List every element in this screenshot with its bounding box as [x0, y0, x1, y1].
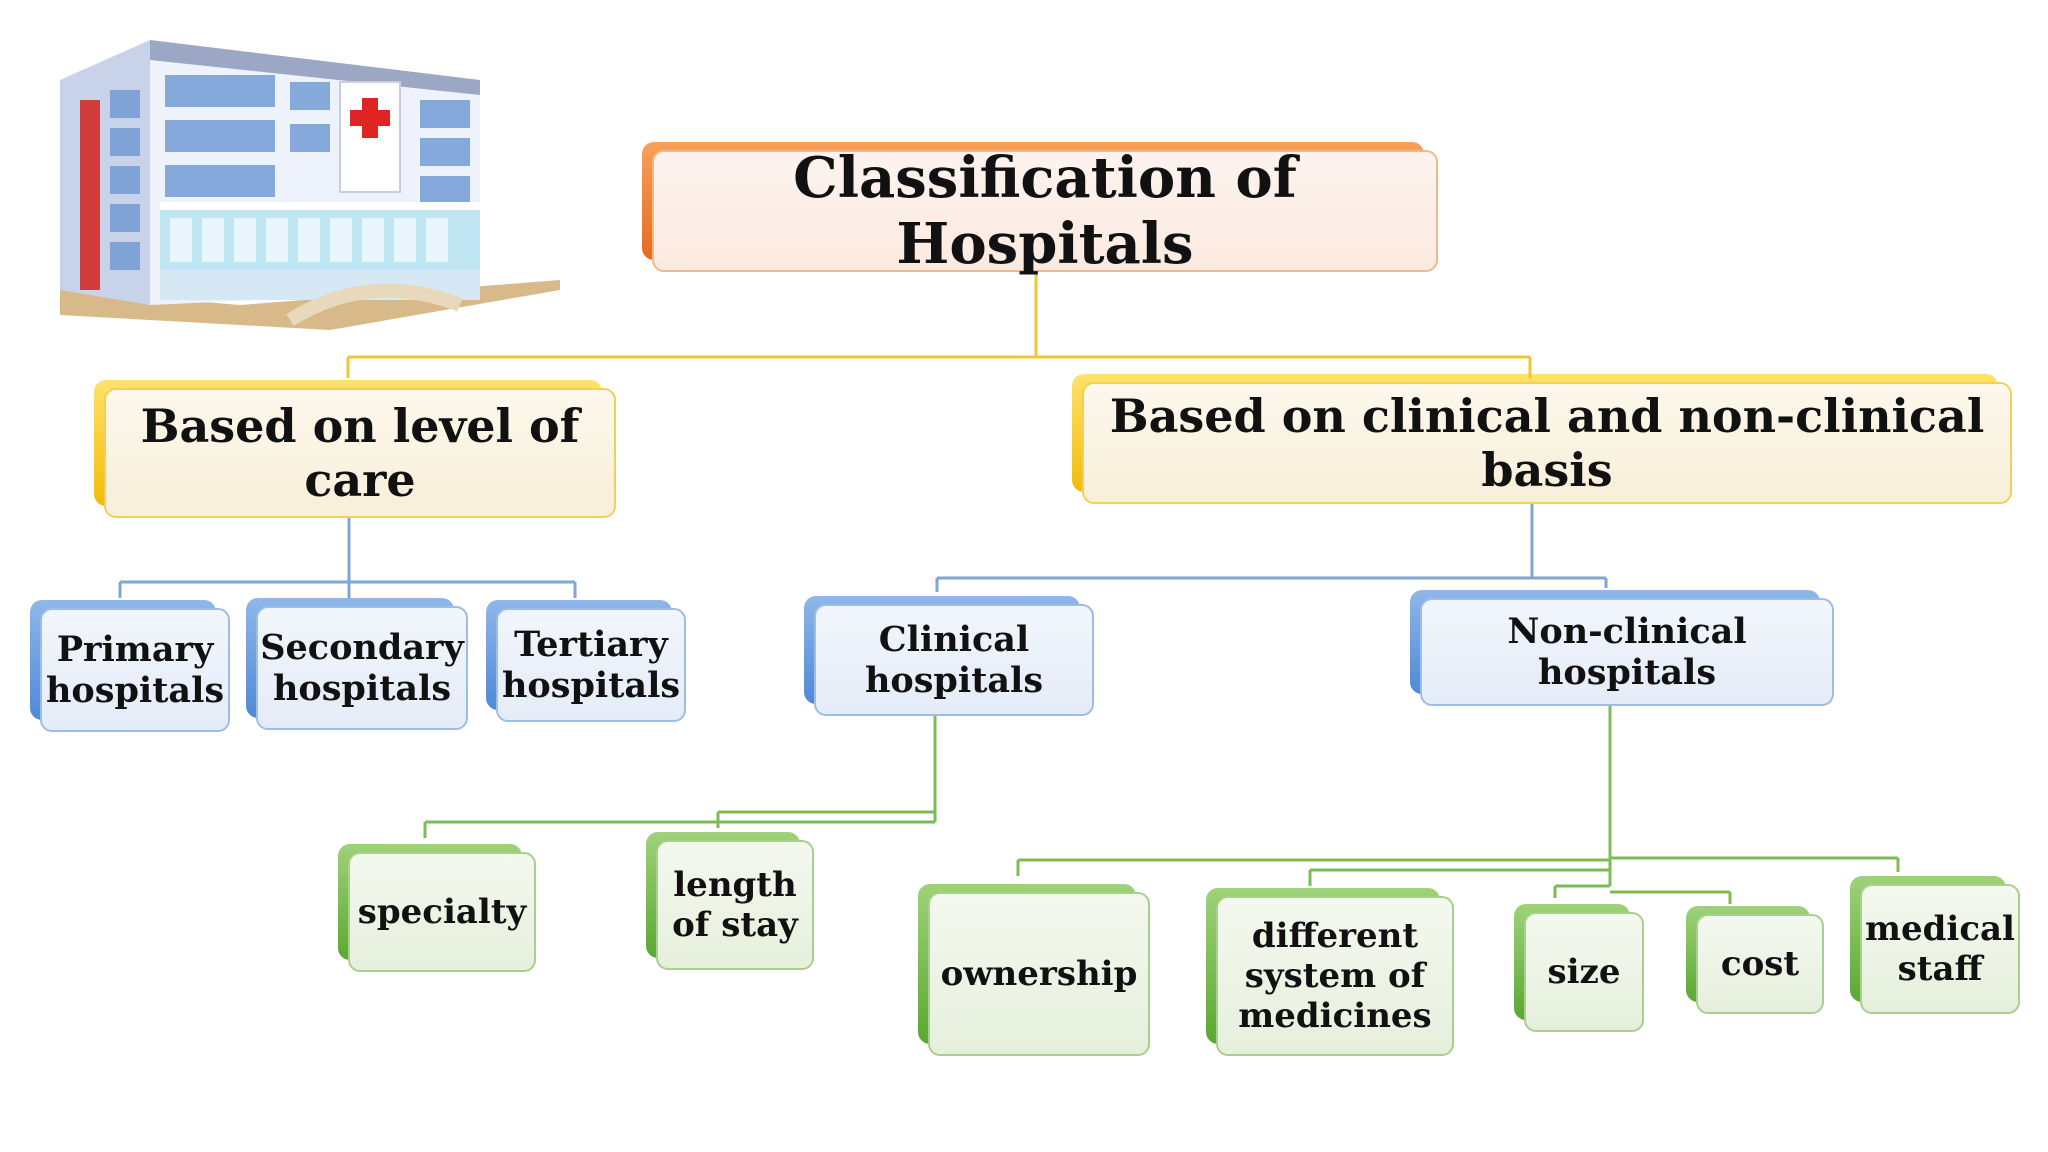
ownership-label: ownership [940, 953, 1138, 994]
medical-staff-node: medical staff [1850, 876, 2020, 1014]
connector-clinical [423, 712, 937, 838]
different-system-of-medicines-label: different system of medicines [1238, 915, 1432, 1037]
ownership-node: ownership [918, 884, 1150, 1056]
connector-clinical-basis [935, 504, 1608, 592]
tertiary-hospitals-node: Tertiary hospitals [486, 600, 686, 722]
length-of-stay-label: length of stay [672, 864, 798, 945]
clinical-hospitals-label: Clinical hospitals [864, 618, 1044, 701]
different-system-of-medicines-node: different system of medicines [1206, 888, 1454, 1056]
connector-level-of-care [118, 518, 577, 598]
primary-hospitals-node: Primary hospitals [30, 600, 230, 732]
size-node: size [1514, 904, 1644, 1032]
specialty-label: specialty [357, 891, 527, 932]
connector-non-clinical [1016, 706, 1900, 904]
secondary-hospitals-node: Secondary hospitals [246, 598, 468, 730]
connector-root [346, 272, 1532, 378]
specialty-node: specialty [338, 844, 536, 972]
cost-label: cost [1720, 943, 1800, 984]
length-of-stay-node: length of stay [646, 832, 814, 970]
cost-node: cost [1686, 906, 1824, 1014]
size-label: size [1547, 951, 1621, 992]
clinical-hospitals-node: Clinical hospitals [804, 596, 1094, 716]
non-clinical-hospitals-node: Non-clinical hospitals [1410, 590, 1834, 706]
level-of-care-label: Based on level of care [140, 398, 580, 507]
primary-hospitals-label: Primary hospitals [45, 628, 225, 711]
clinical-basis-label: Based on clinical and non-clinical basis [1109, 388, 1985, 497]
secondary-hospitals-label: Secondary hospitals [260, 626, 464, 709]
root-label: Classification of Hospitals [793, 144, 1297, 277]
clinical-basis-node: Based on clinical and non-clinical basis [1072, 374, 2012, 504]
root-node: Classification of Hospitals [642, 142, 1438, 277]
non-clinical-hospitals-label: Non-clinical hospitals [1507, 610, 1747, 693]
level-of-care-node: Based on level of care [94, 380, 616, 518]
medical-staff-label: medical staff [1865, 908, 2015, 989]
tertiary-hospitals-label: Tertiary hospitals [501, 623, 681, 706]
hospital-building-icon [60, 40, 560, 330]
